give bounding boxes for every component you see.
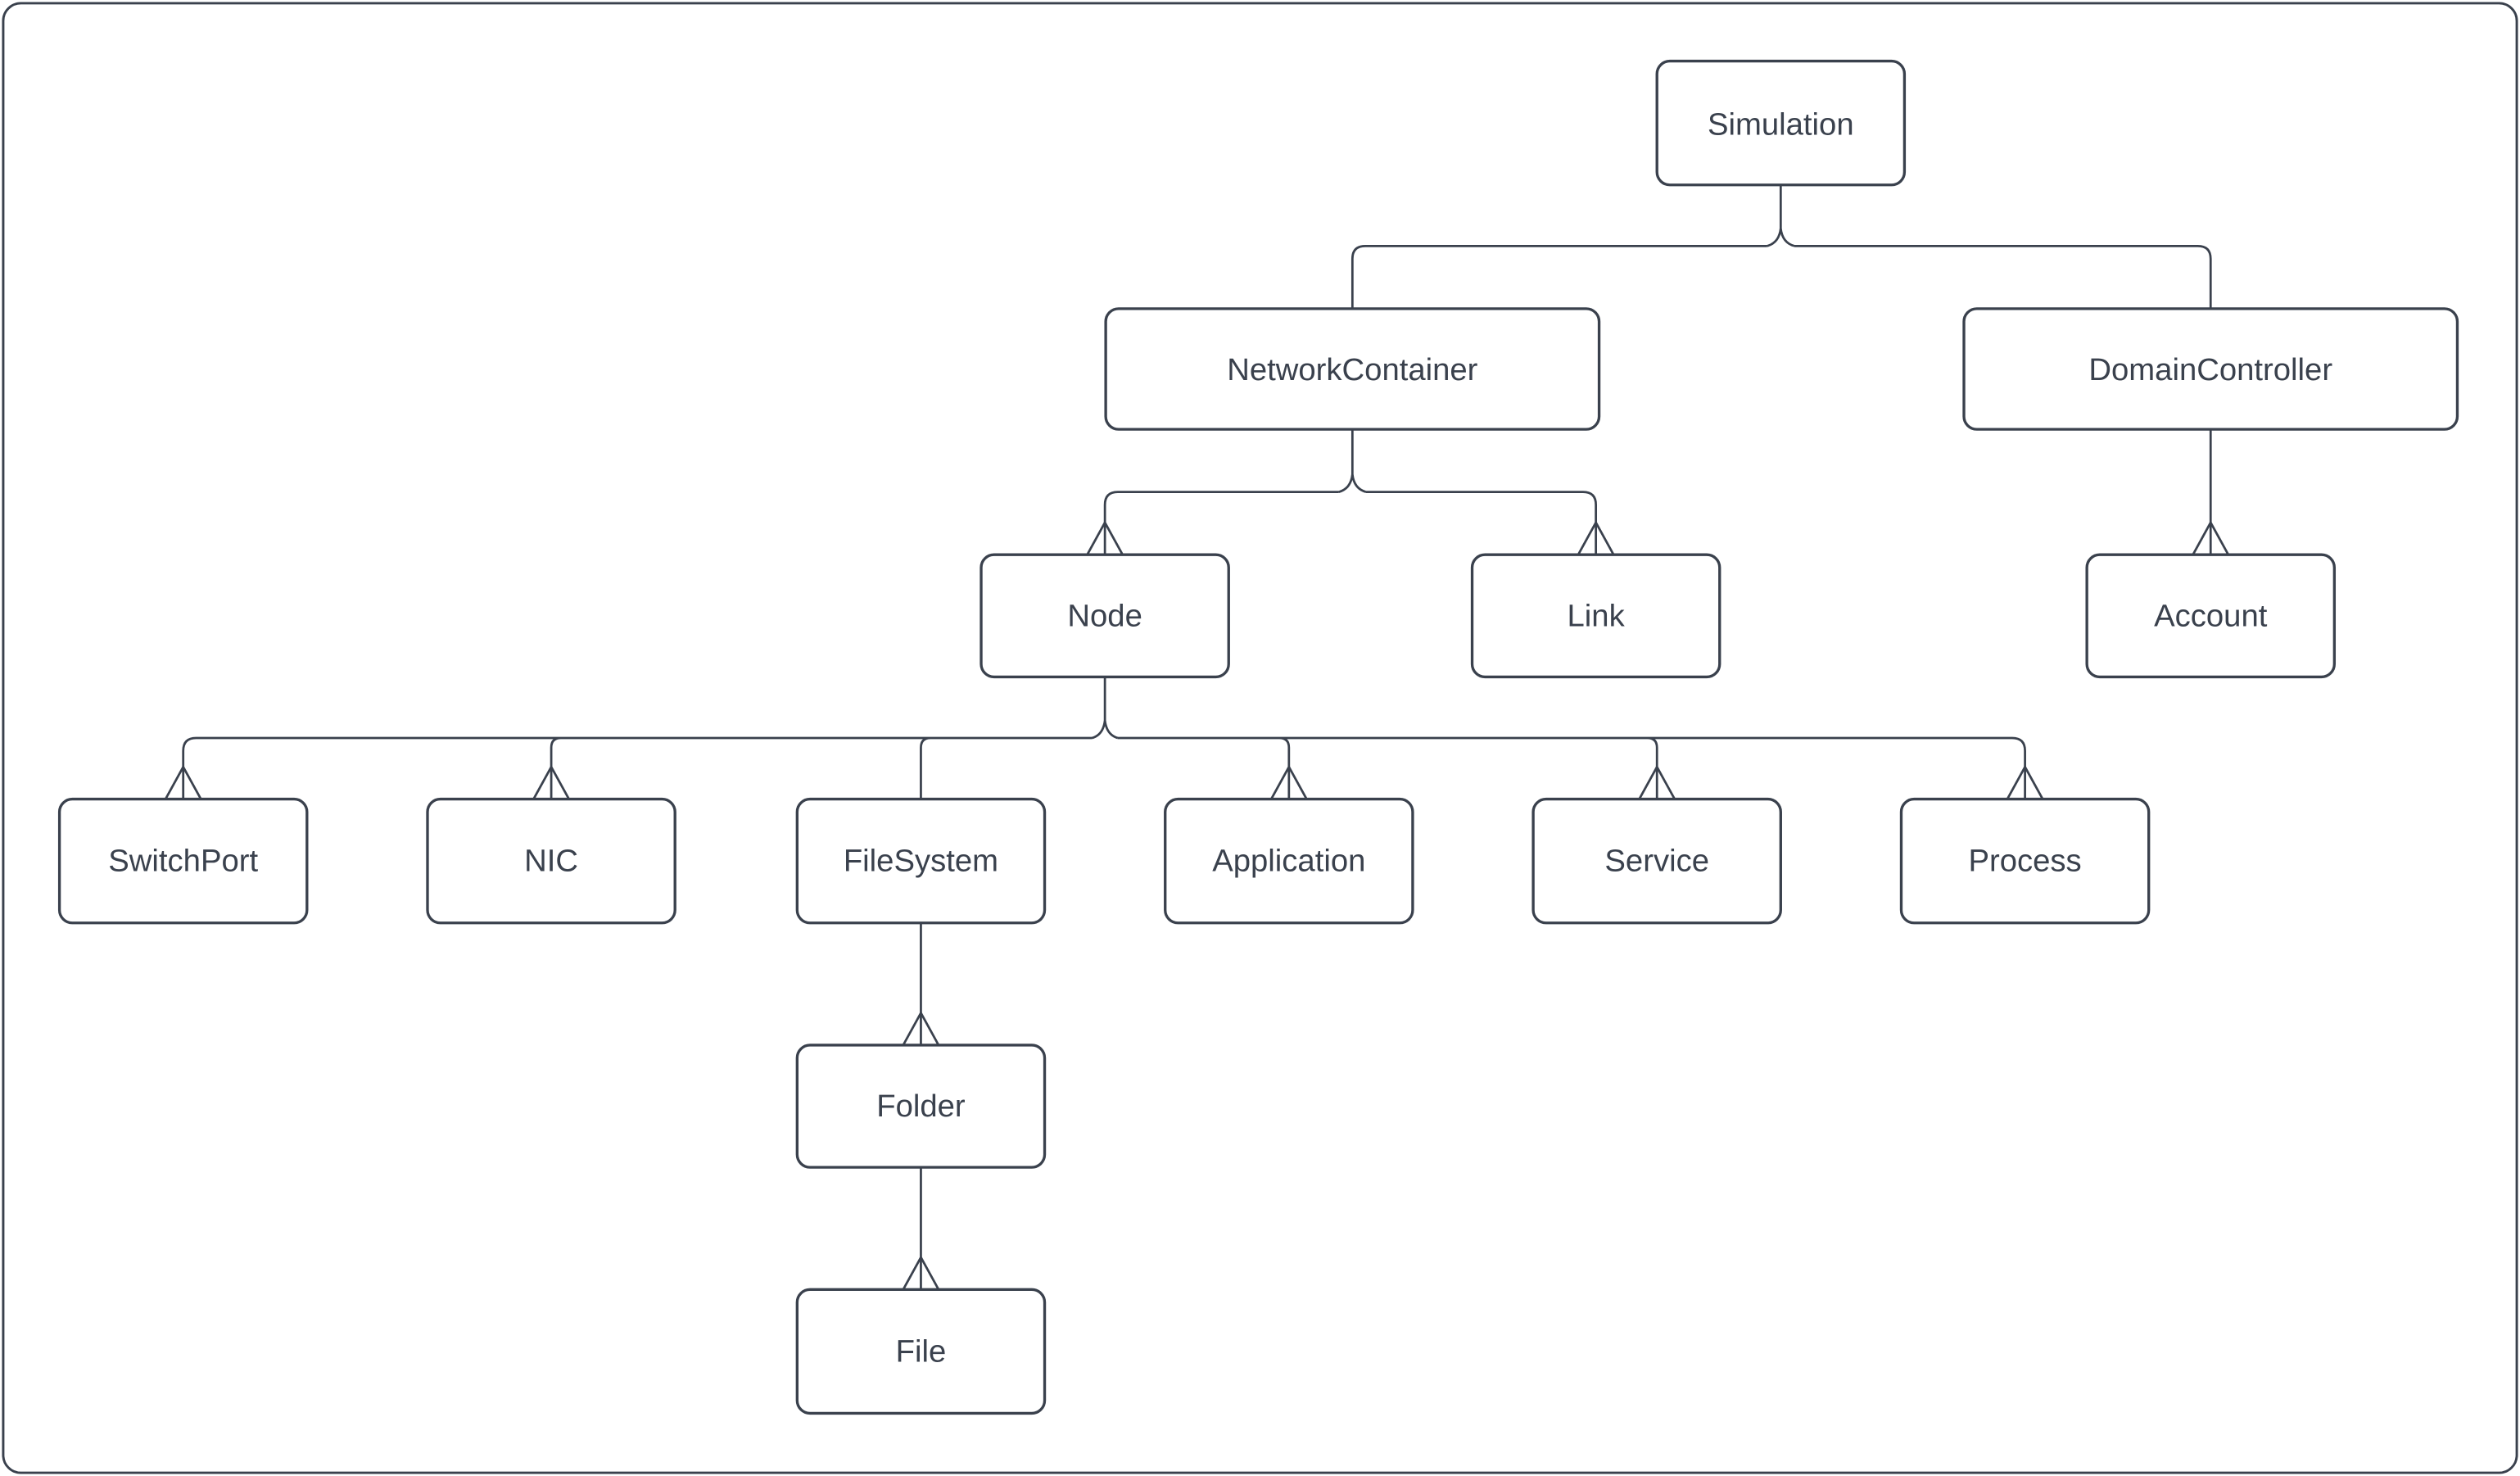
node-node[interactable]: Node xyxy=(979,553,1230,679)
node-process[interactable]: Process xyxy=(1899,797,2151,925)
node-process-label: Process xyxy=(1968,844,2081,879)
node-network-container-box[interactable] xyxy=(1104,307,1601,431)
arrowhead-file xyxy=(902,1256,940,1290)
node-service-label: Service xyxy=(1604,844,1709,879)
node-file-system-label: FileSystem xyxy=(844,844,998,879)
edge-networkcontainer-children xyxy=(1103,429,1598,555)
node-network-container[interactable]: NetworkContainer xyxy=(1104,307,1601,431)
node-file-label: File xyxy=(896,1333,947,1369)
node-nic[interactable]: NIC xyxy=(426,797,676,925)
node-node-box[interactable] xyxy=(979,553,1230,679)
node-account[interactable]: Account xyxy=(2085,553,2337,679)
node-folder-label: Folder xyxy=(876,1089,966,1124)
arrowhead-node xyxy=(1086,522,1124,555)
node-service[interactable]: Service xyxy=(1531,797,1782,925)
node-file[interactable]: File xyxy=(795,1288,1047,1415)
node-application-box[interactable] xyxy=(1164,797,1414,925)
connectors xyxy=(164,184,2230,1290)
node-account-label: Account xyxy=(2154,598,2268,633)
node-switch-port[interactable]: SwitchPort xyxy=(57,797,309,925)
node-simulation-label: Simulation xyxy=(1708,107,1854,143)
arrowhead-nic xyxy=(532,766,570,800)
nodes: Simulation NetworkContainer DomainContro… xyxy=(57,59,2459,1415)
arrowhead-switchport xyxy=(164,766,202,800)
node-file-system[interactable]: FileSystem xyxy=(795,797,1047,925)
node-application[interactable]: Application xyxy=(1164,797,1414,925)
arrowhead-service xyxy=(1638,766,1676,800)
node-file-box[interactable] xyxy=(795,1288,1047,1415)
node-network-container-label: NetworkContainer xyxy=(1227,352,1477,387)
arrowhead-application xyxy=(1270,766,1308,800)
node-link-label: Link xyxy=(1568,598,1626,633)
node-domain-controller-label: DomainController xyxy=(2088,352,2332,387)
node-application-label: Application xyxy=(1212,844,1365,879)
node-link-box[interactable] xyxy=(1470,553,1721,679)
node-folder[interactable]: Folder xyxy=(795,1044,1047,1169)
arrowhead-link xyxy=(1577,522,1615,555)
node-domain-controller[interactable]: DomainController xyxy=(1962,307,2459,431)
arrowhead-process xyxy=(2006,766,2044,800)
edge-node-children xyxy=(182,677,2026,799)
node-switch-port-label: SwitchPort xyxy=(108,844,258,879)
node-process-box[interactable] xyxy=(1899,797,2151,925)
arrowhead-account xyxy=(2192,522,2230,555)
node-service-box[interactable] xyxy=(1531,797,1782,925)
node-switch-port-box[interactable] xyxy=(57,797,309,925)
node-node-label: Node xyxy=(1067,598,1142,633)
node-nic-label: NIC xyxy=(524,844,578,879)
arrowhead-folder xyxy=(902,1012,940,1046)
node-nic-box[interactable] xyxy=(426,797,676,925)
node-simulation-box[interactable] xyxy=(1655,59,1907,187)
node-folder-box[interactable] xyxy=(795,1044,1047,1169)
node-file-system-box[interactable] xyxy=(795,797,1047,925)
node-link[interactable]: Link xyxy=(1470,553,1721,679)
edge-simulation-children xyxy=(1350,184,2212,309)
node-domain-controller-box[interactable] xyxy=(1962,307,2459,431)
node-account-box[interactable] xyxy=(2085,553,2337,679)
node-simulation[interactable]: Simulation xyxy=(1655,59,1907,187)
